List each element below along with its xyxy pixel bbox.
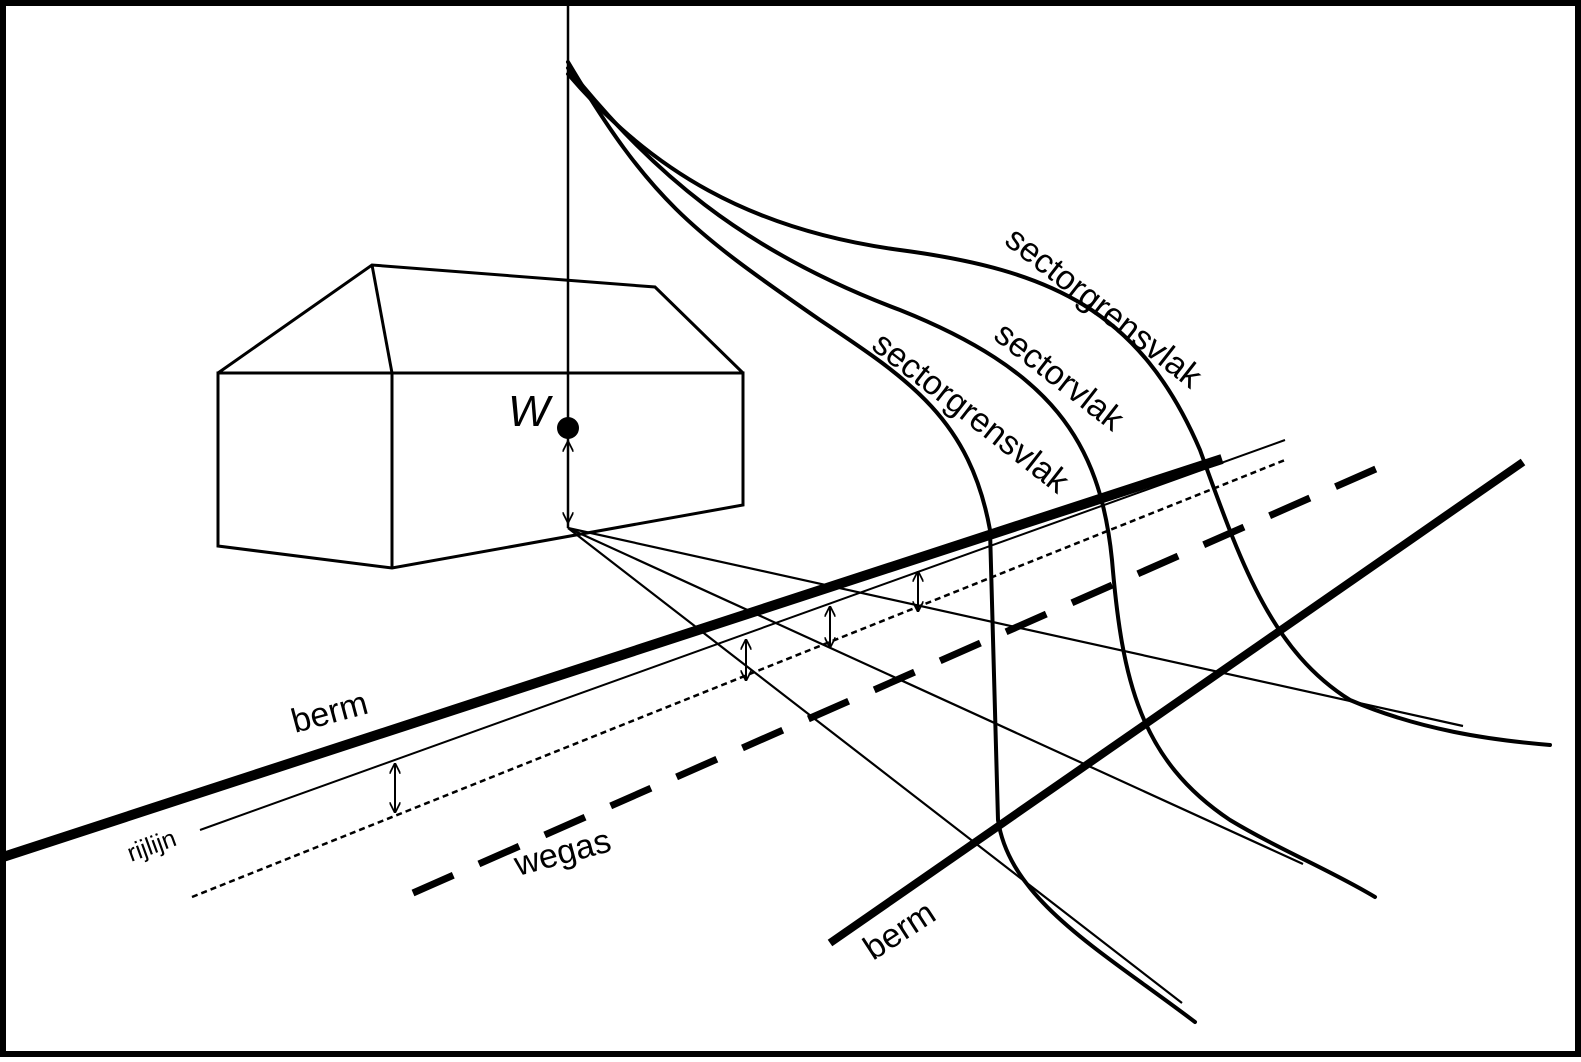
- house-body: [216, 371, 745, 570]
- point-w-marker: [557, 417, 579, 439]
- dotted-line: [191, 458, 1286, 899]
- berm-right-line: [827, 458, 1526, 947]
- sight-rays: [567, 526, 1464, 1004]
- house: [216, 263, 745, 570]
- sight-ray-3: [567, 526, 1464, 728]
- sector-boundary-upper-curve: [566, 72, 1552, 747]
- house-roof-edge: [370, 264, 394, 374]
- berm-left-line: [0, 454, 1224, 863]
- sector-plane-curve: [566, 66, 1377, 899]
- sight-ray-1: [567, 527, 1183, 1004]
- road-axis-line: [411, 464, 1380, 897]
- house-roof: [217, 263, 745, 375]
- sector-boundary-lower-curve: [566, 60, 1197, 1024]
- offset-arrows: [395, 572, 918, 812]
- label-w: W: [508, 387, 553, 436]
- sight-ray-2: [567, 526, 1304, 866]
- sector-curves: [566, 60, 1552, 1024]
